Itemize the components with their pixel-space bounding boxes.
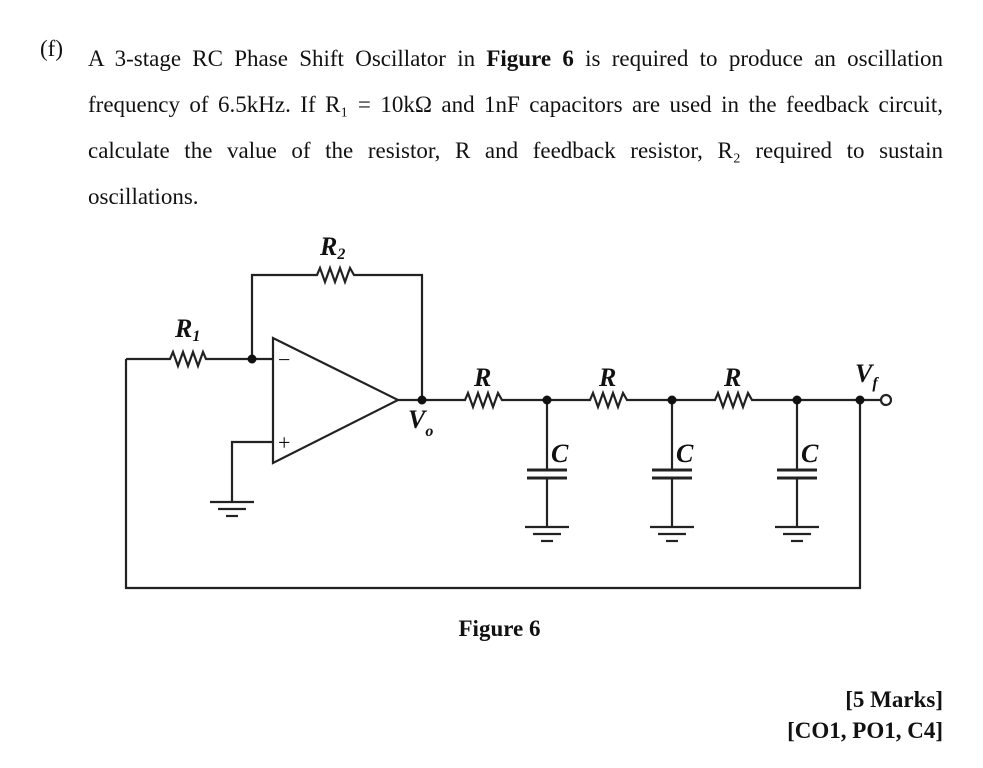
ground-icon xyxy=(775,525,819,543)
question-label: (f) xyxy=(40,36,63,61)
r1-wire xyxy=(126,348,273,370)
capacitor-2 xyxy=(652,400,692,527)
vo-label: Vo xyxy=(408,405,433,440)
capacitor-1 xyxy=(527,400,567,527)
figure-caption-text: Figure 6 xyxy=(458,616,541,641)
question-text-part: A 3-stage RC Phase Shift Oscillator in xyxy=(88,46,487,71)
marks-block: [5 Marks] [CO1, PO1, C4] xyxy=(787,684,943,746)
figure-caption: Figure 6 xyxy=(0,616,983,642)
r-label: R xyxy=(473,363,491,392)
ground-icon xyxy=(210,500,254,518)
r2-label: R2 xyxy=(319,232,345,263)
r2-wire xyxy=(250,264,424,400)
c-label: C xyxy=(551,439,569,468)
r-label: R xyxy=(723,363,741,392)
c-label: C xyxy=(801,439,819,468)
feedback-wire xyxy=(124,359,862,590)
figure-reference: Figure 6 xyxy=(486,46,574,71)
junction-dots xyxy=(247,354,865,405)
r-label: R xyxy=(598,363,616,392)
r1-label: R1 xyxy=(174,314,200,345)
question-text-part: is required to produce an oscillation fr… xyxy=(88,46,943,209)
capacitor-3 xyxy=(777,400,817,527)
rc-ladder-wire xyxy=(398,389,880,411)
plus-input-wire xyxy=(230,440,273,502)
plus-sign: + xyxy=(278,430,290,455)
marks-value: [5 Marks] xyxy=(845,687,943,712)
question-text: A 3-stage RC Phase Shift Oscillator in F… xyxy=(88,36,943,220)
ground-icon xyxy=(650,525,694,543)
vf-label: Vf xyxy=(855,359,879,392)
output-terminal xyxy=(879,393,893,407)
c-label: C xyxy=(676,439,694,468)
ground-icon xyxy=(525,525,569,543)
course-outcomes: [CO1, PO1, C4] xyxy=(787,718,943,743)
minus-sign: − xyxy=(278,347,290,372)
op-amp xyxy=(271,336,401,465)
